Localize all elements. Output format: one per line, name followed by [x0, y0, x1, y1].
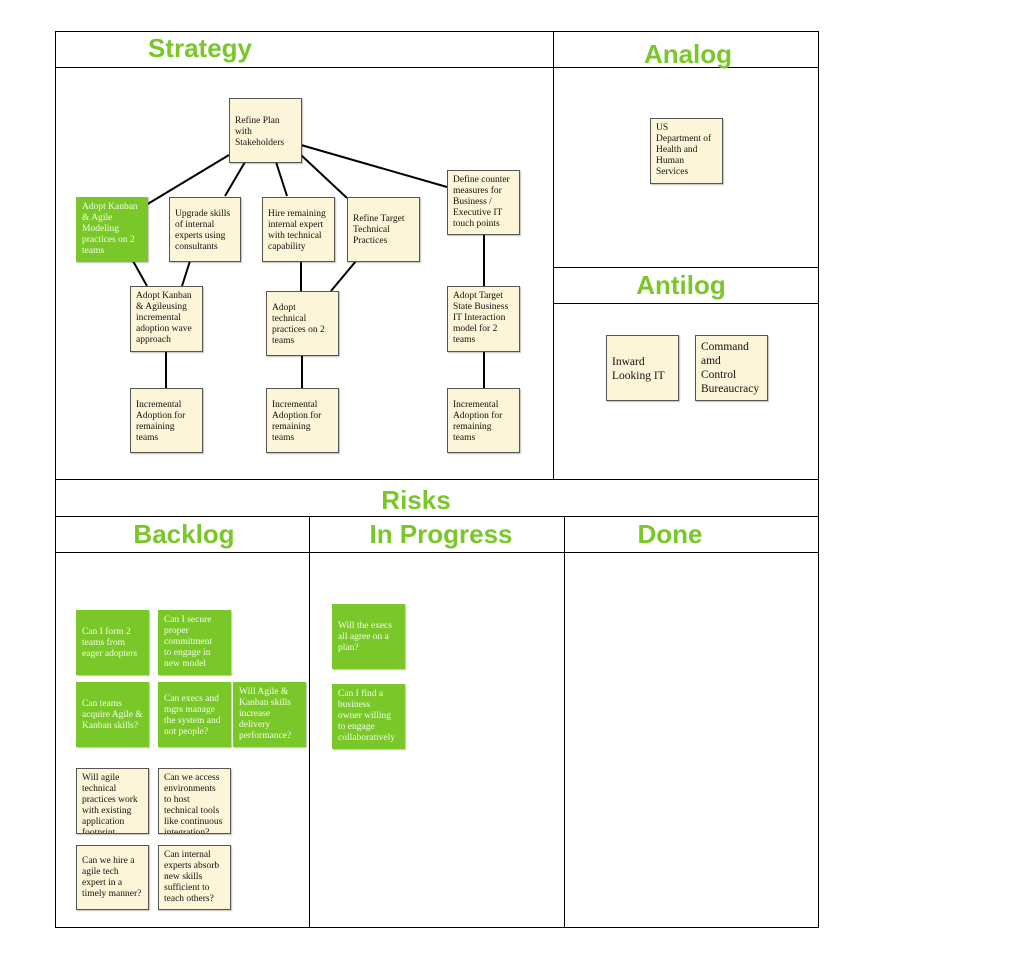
note-define-counter[interactable]: Define counter measures for Business / E…	[447, 170, 520, 235]
divider-risks-bottom	[55, 516, 819, 517]
note-form-teams[interactable]: Can I form 2 teams from eager adopters	[76, 610, 149, 675]
note-incremental-1[interactable]: Incremental Adoption for remaining teams	[130, 388, 203, 453]
note-business-owner[interactable]: Can I find a business owner willing to e…	[332, 684, 405, 749]
note-absorb-skills[interactable]: Can internal experts absorb new skills s…	[158, 845, 231, 910]
note-delivery-performance[interactable]: Will Agile & Kanban skills increase deli…	[233, 682, 306, 747]
divider-strategy-header	[55, 67, 819, 68]
divider-risks-top	[55, 479, 819, 480]
note-incremental-3[interactable]: Incremental Adoption for remaining teams	[447, 388, 520, 453]
analog-header: Analog	[643, 39, 733, 69]
note-execs-agree[interactable]: Will the execs all agree on a plan?	[332, 604, 405, 669]
note-acquire-skills[interactable]: Can teams acquire Agile & Kanban skills?	[76, 682, 149, 747]
note-hhs[interactable]: US Department of Health and Human Servic…	[650, 118, 723, 184]
in-progress-header: In Progress	[369, 519, 513, 549]
divider-antilog-header	[553, 303, 819, 304]
note-adopt-target-state[interactable]: Adopt Target State Business IT Interacti…	[447, 286, 520, 352]
note-refine-plan[interactable]: Refine Plan with Stakeholders	[229, 98, 302, 163]
note-execs-manage[interactable]: Can execs and mgrs manage the system and…	[158, 682, 231, 747]
divider-strategy-analog	[553, 31, 554, 479]
note-secure-commitment[interactable]: Can I secure proper commitment to engage…	[158, 610, 231, 675]
divider-backlog-progress	[309, 516, 310, 928]
note-upgrade-skills[interactable]: Upgrade skills of internal experts using…	[169, 197, 241, 262]
divider-analog-antilog	[553, 267, 819, 268]
risks-header: Risks	[381, 485, 451, 515]
antilog-header: Antilog	[636, 270, 726, 300]
note-adopt-kanban-wave[interactable]: Adopt Kanban & Agileusing incremental ad…	[130, 286, 203, 352]
note-adopt-kanban-modeling[interactable]: Adopt Kanban & Agile Modeling practices …	[76, 197, 148, 262]
divider-progress-done	[564, 516, 565, 928]
note-inward-looking[interactable]: Inward Looking IT	[606, 335, 679, 401]
note-hire-expert[interactable]: Hire remaining internal expert with tech…	[262, 197, 335, 262]
note-access-environments[interactable]: Can we access environments to host techn…	[158, 768, 231, 834]
note-command-control[interactable]: Command amd Control Bureaucracy	[695, 335, 768, 401]
done-header: Done	[637, 519, 703, 549]
note-adopt-technical[interactable]: Adopt technical practices on 2 teams	[266, 291, 339, 356]
divider-columns-header	[55, 552, 819, 553]
strategy-header: Strategy	[147, 33, 253, 63]
note-agile-footprint[interactable]: Will agile technical practices work with…	[76, 768, 149, 834]
note-hire-tech-expert[interactable]: Can we hire a agile tech expert in a tim…	[76, 845, 149, 910]
note-refine-target[interactable]: Refine Target Technical Practices	[347, 197, 420, 262]
backlog-header: Backlog	[133, 519, 235, 549]
note-incremental-2[interactable]: Incremental Adoption for remaining teams	[266, 388, 339, 453]
